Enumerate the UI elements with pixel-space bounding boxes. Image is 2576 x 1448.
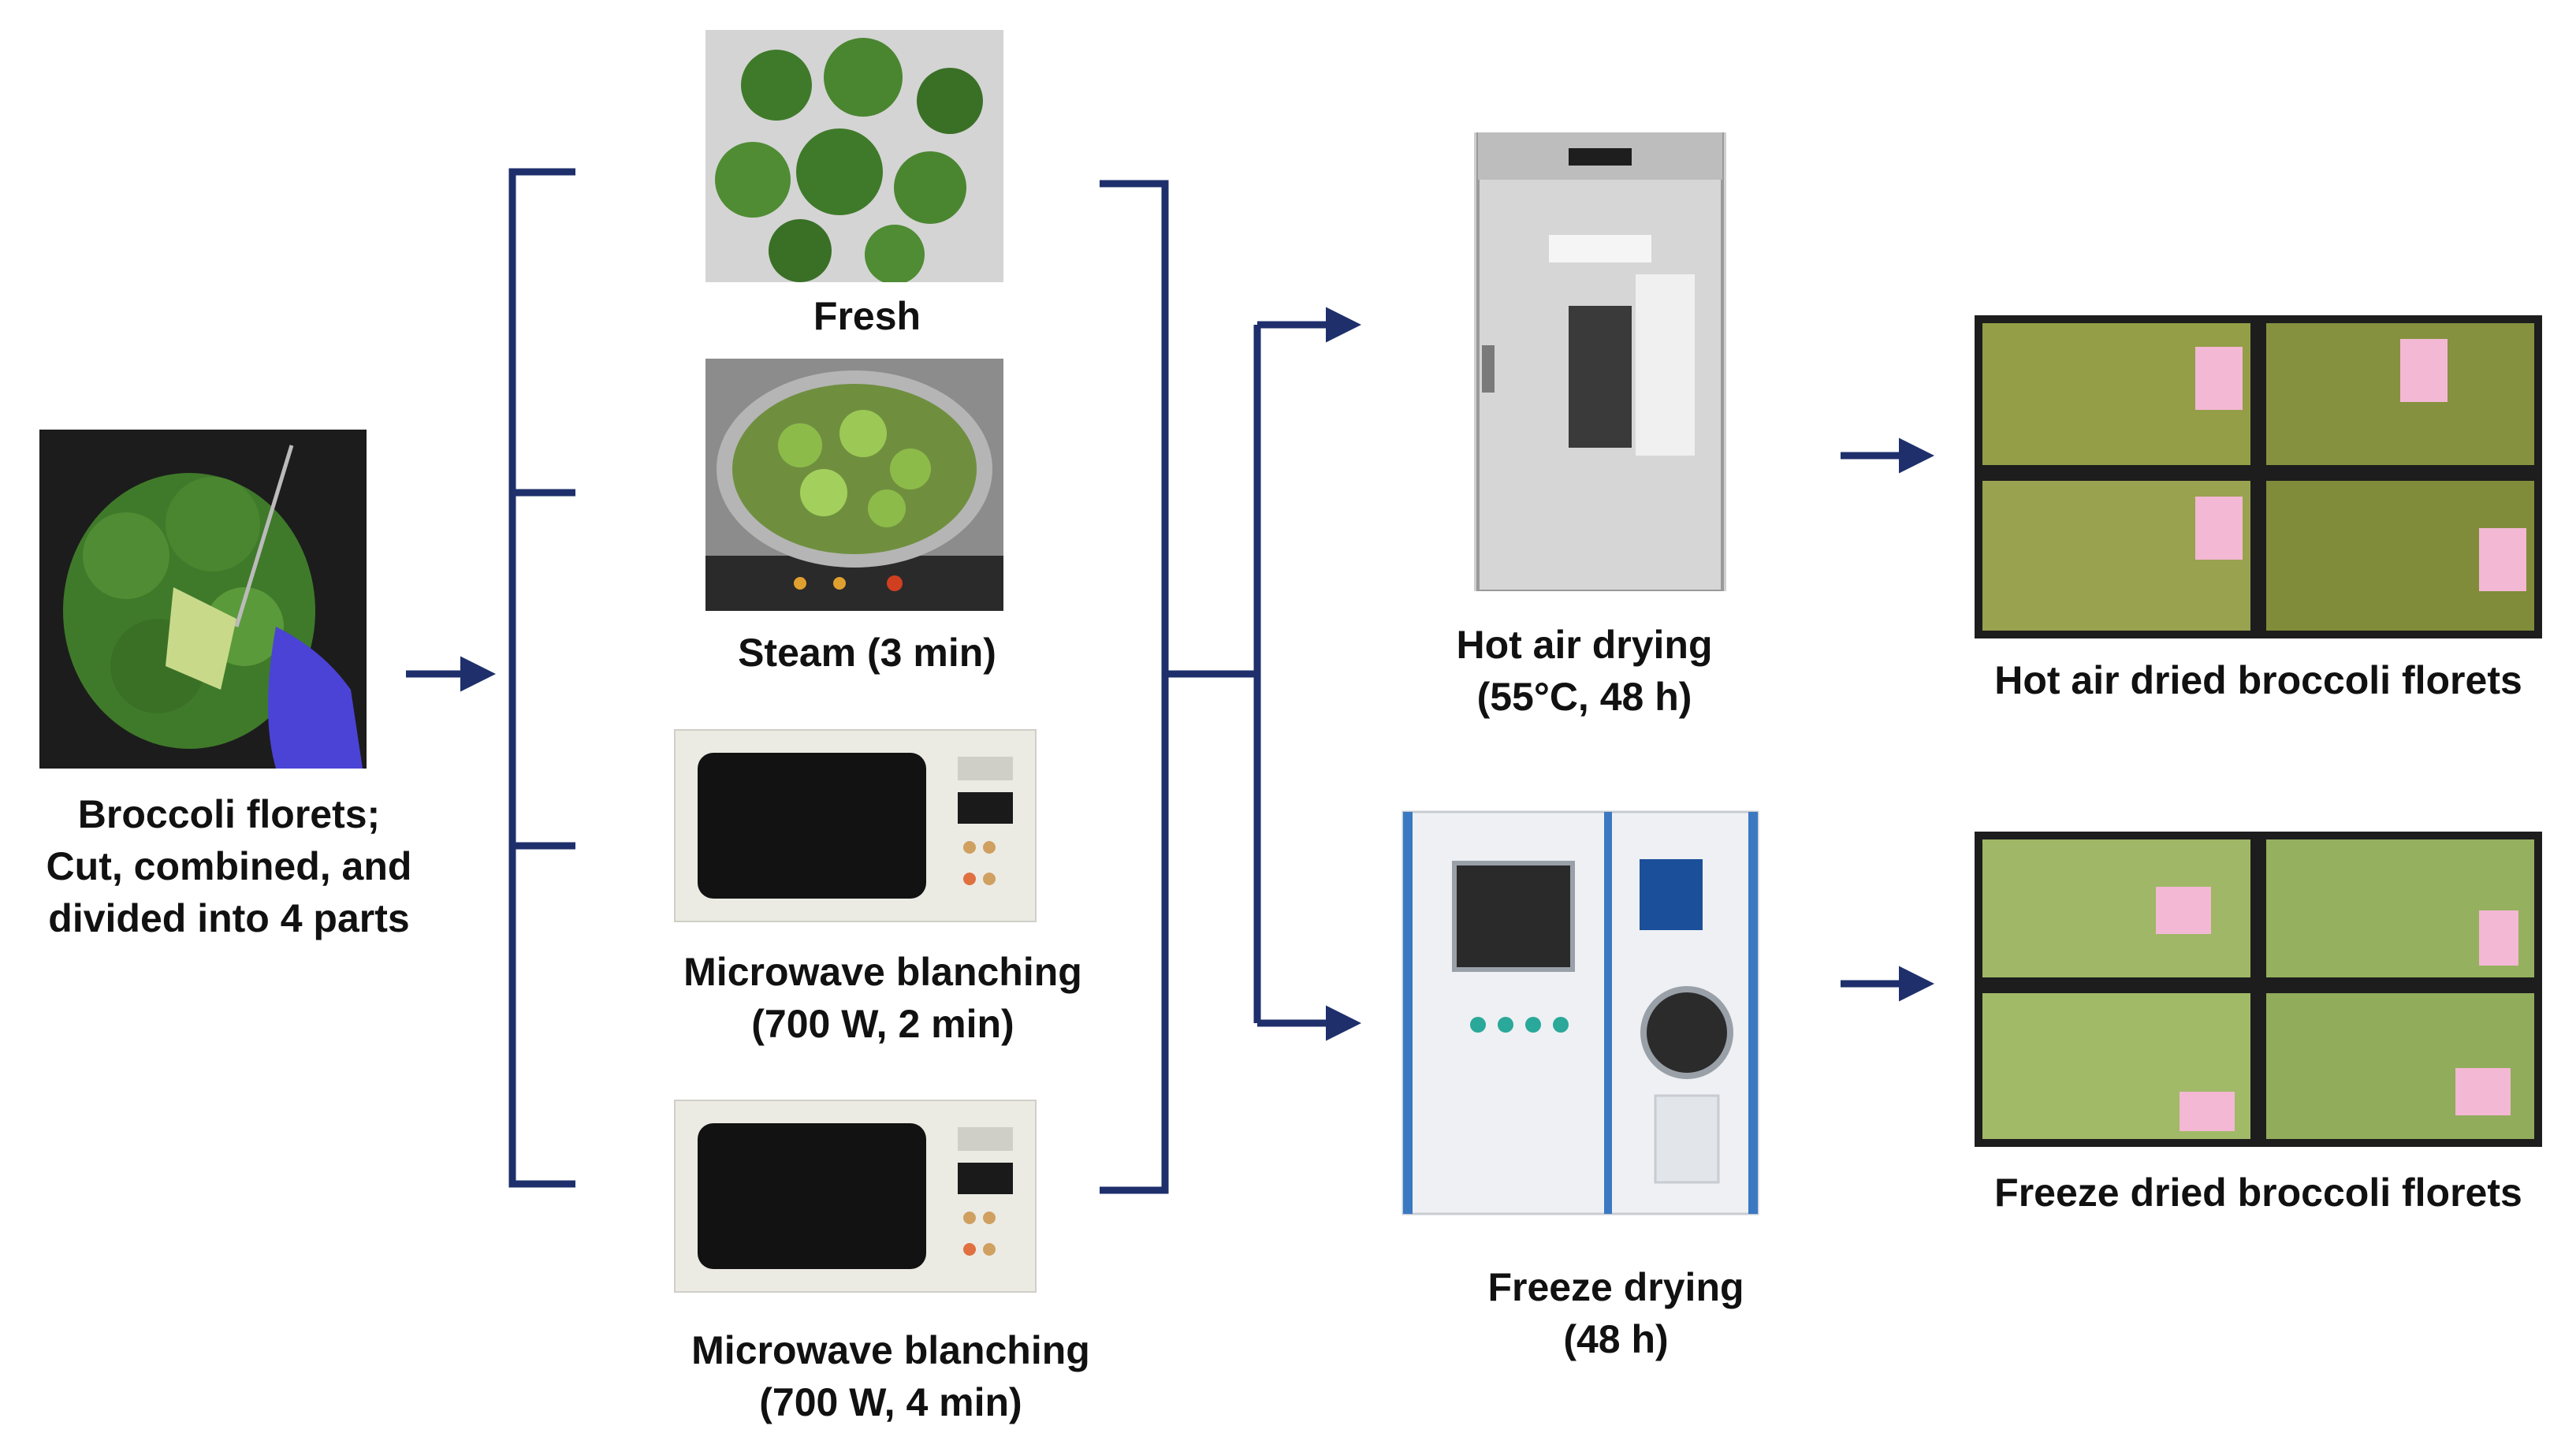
treatment-microwave-2min-label: Microwave blanching (700 W, 2 min) [683, 950, 1082, 1046]
hot-air-dryer-photo [1474, 132, 1726, 591]
freeze-dryer-photo [1372, 796, 1797, 1234]
dried-broccoli-bags-photo-2 [1975, 832, 2542, 1147]
microwave-photo-2 [674, 1100, 1037, 1293]
treatment-microwave-4min-label: Microwave blanching (700 W, 4 min) [691, 1328, 1090, 1424]
split-bracket [508, 168, 575, 1188]
broccoli-cutting-photo [39, 430, 367, 769]
drying-freeze-label: Freeze drying (48 h) [1487, 1265, 1744, 1361]
drying-hot-air-label: Hot air drying (55°C, 48 h) [1456, 623, 1713, 719]
microwave-photo [674, 729, 1037, 922]
steamer-photo [705, 359, 1003, 611]
treatment-fresh-label: Fresh [813, 294, 921, 338]
treatment-steam-label: Steam (3 min) [738, 631, 996, 675]
fresh-broccoli-photo [705, 30, 1003, 282]
start-label: Broccoli florets; Cut, combined, and div… [46, 792, 412, 940]
product-hot-air-label: Hot air dried broccoli florets [1994, 658, 2522, 702]
merge-bracket [1100, 180, 1169, 1194]
product-freeze-label: Freeze dried broccoli florets [1994, 1171, 2522, 1215]
dried-broccoli-bags-photo [1975, 315, 2542, 638]
